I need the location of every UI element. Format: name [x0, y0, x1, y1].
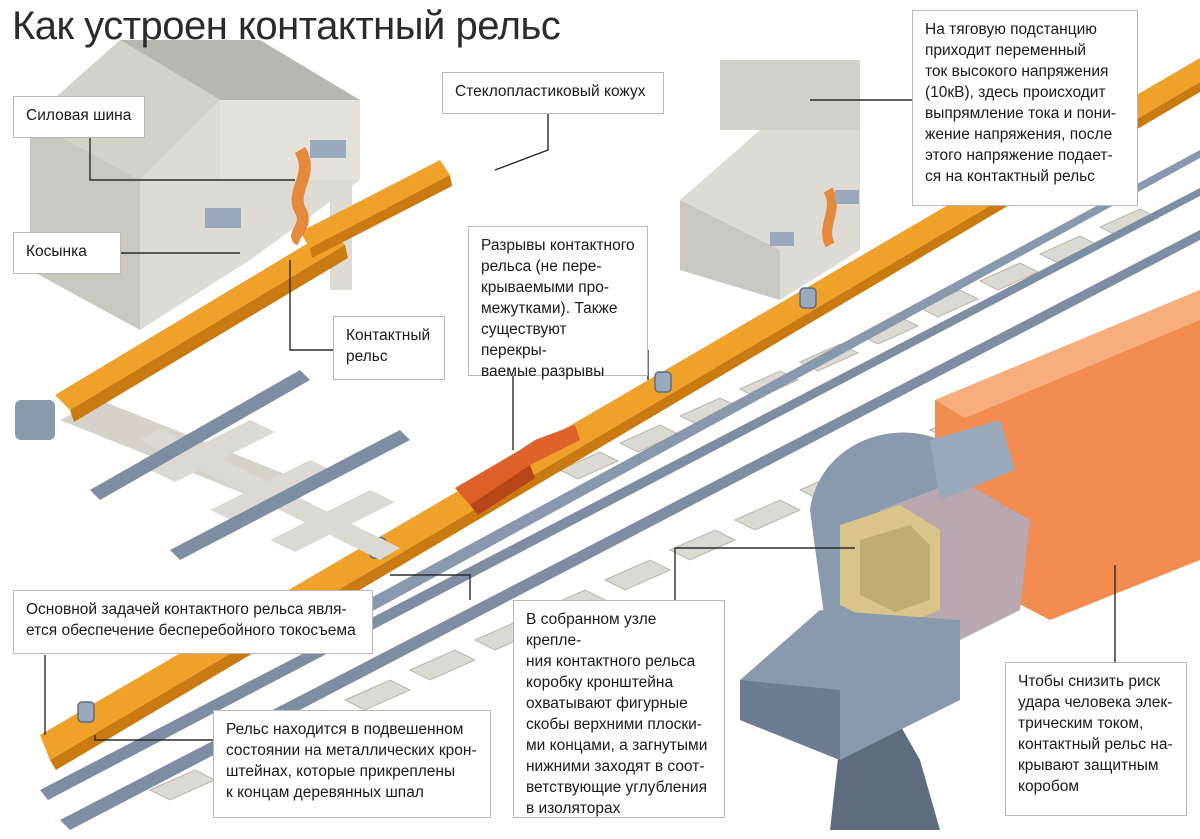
callout-gusset-text: Косынка — [26, 243, 87, 260]
callout-fiberglass-cover: Стеклопластиковый кожух — [442, 72, 664, 114]
callout-main-task: Основной задачей контактного рельса явля… — [13, 590, 373, 654]
left-building — [30, 40, 360, 330]
right-building — [680, 60, 860, 300]
callout-assembly-text: В собранном узле крепле- ния контактного… — [526, 611, 708, 817]
callout-substation: На тяговую подстанцию приходит переменны… — [912, 10, 1138, 206]
detail-cutaway — [740, 290, 1200, 830]
callout-main-task-text: Основной задачей контактного рельса явля… — [26, 601, 356, 639]
callout-gusset: Косынка — [13, 232, 121, 274]
callout-gaps-text: Разрывы контактного рельса (не пере- кры… — [481, 237, 635, 380]
callout-power-bus-text: Силовая шина — [26, 107, 132, 124]
callout-gaps: Разрывы контактного рельса (не пере- кры… — [468, 226, 648, 380]
left-track — [15, 140, 452, 560]
callout-suspended: Рельс находится в подвешенном состоянии … — [213, 710, 491, 818]
gap-section — [455, 425, 580, 515]
callout-substation-text: На тяговую подстанцию приходит переменны… — [925, 21, 1117, 185]
callout-contact-rail-text: Контактный рельс — [346, 327, 431, 365]
callout-contact-rail: Контактный рельс — [333, 316, 445, 380]
callout-protective-box: Чтобы снизить риск удара человека элек- … — [1005, 662, 1187, 816]
callout-protective-box-text: Чтобы снизить риск удара человека элек- … — [1018, 673, 1173, 795]
callout-assembly: В собранном узле крепле- ния контактного… — [513, 600, 725, 818]
page-title: Как устроен контактный рельс — [12, 4, 561, 48]
callout-suspended-text: Рельс находится в подвешенном состоянии … — [226, 721, 477, 801]
callout-power-bus: Силовая шина — [13, 96, 145, 138]
callout-fiberglass-cover-text: Стеклопластиковый кожух — [455, 83, 646, 100]
